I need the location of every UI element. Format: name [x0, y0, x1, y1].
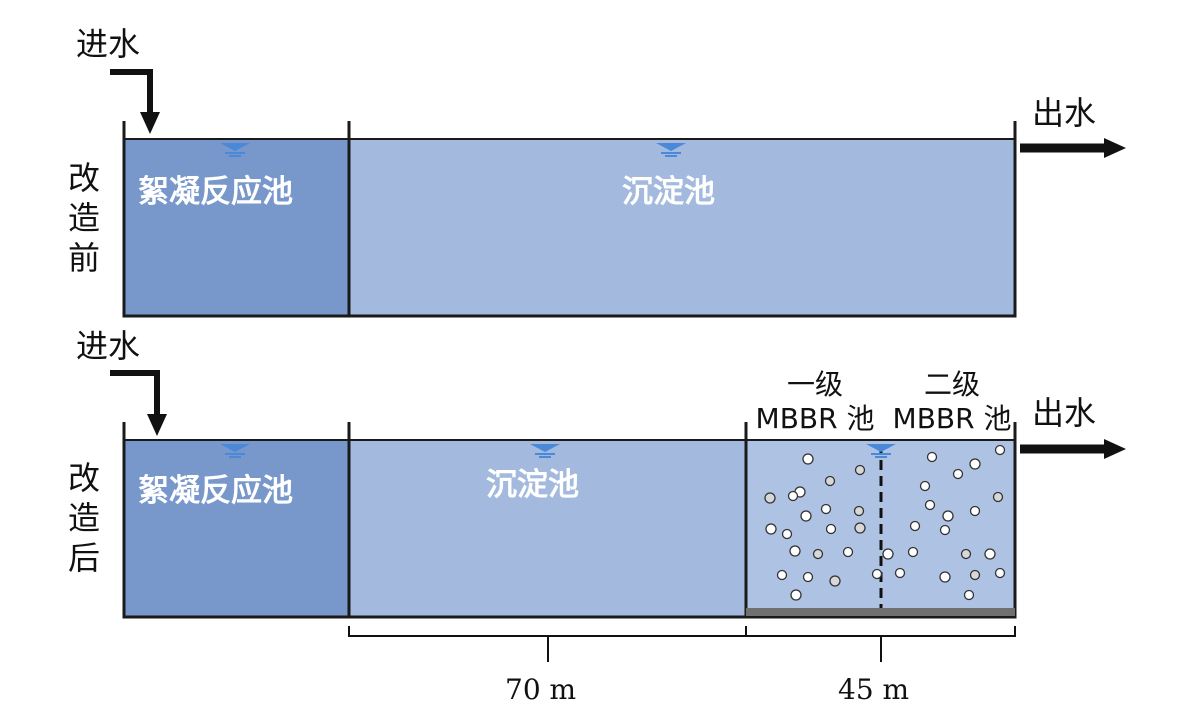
carrier-media — [764, 492, 776, 504]
before-settle-tank-label: 沉淀池 — [622, 174, 715, 210]
mbbr-stage2-label: 二级 MBBR 池 — [892, 368, 1012, 435]
carrier-media — [820, 503, 832, 515]
before-row — [110, 69, 1126, 318]
after-settle-tank — [349, 440, 746, 617]
carrier-media — [994, 567, 1006, 579]
carrier-media — [781, 528, 793, 540]
carrier-media — [802, 571, 814, 583]
carrier-media — [871, 568, 883, 580]
carrier-media — [909, 520, 921, 532]
before-outflow-arrow — [1020, 138, 1126, 158]
carrier-media — [894, 567, 906, 579]
carrier-media — [919, 480, 931, 492]
carrier-media — [812, 548, 824, 560]
carrier-media — [939, 524, 951, 536]
mbbr-carriers — [764, 444, 1006, 601]
before-water-level-icon-1 — [220, 143, 250, 157]
after-water-level-icon-3 — [866, 444, 896, 458]
carrier-media — [787, 490, 799, 502]
settle-length-label: 70 m — [505, 673, 577, 706]
carrier-media — [853, 505, 865, 517]
carrier-media — [939, 571, 951, 583]
carrier-media — [969, 458, 981, 470]
carrier-media — [924, 499, 936, 511]
after-inflow-label: 进水 — [76, 327, 141, 365]
after-outflow-arrow — [1020, 439, 1126, 459]
before-outflow-label: 出水 — [1032, 94, 1097, 132]
after-outflow-label: 出水 — [1032, 394, 1097, 432]
carrier-media — [952, 468, 964, 480]
after-side-label: 改造后 — [67, 459, 100, 577]
carrier-media — [829, 575, 841, 587]
carrier-media — [825, 523, 837, 535]
carrier-media — [994, 444, 1006, 456]
carrier-media — [907, 546, 919, 558]
after-water-level-icon-2 — [530, 444, 560, 458]
carrier-media — [776, 569, 788, 581]
mbbr-stage1-label: 一级 MBBR 池 — [755, 368, 875, 435]
aeration-grid — [746, 608, 1015, 616]
before-water-level-icon-2 — [656, 143, 686, 157]
after-floc-tank — [124, 440, 349, 617]
after-inflow-arrow — [110, 370, 167, 436]
carrier-media — [789, 545, 801, 557]
before-floc-tank-label: 絮凝反应池 — [138, 174, 293, 210]
after-water-level-icon-1 — [220, 444, 250, 458]
carrier-media — [969, 505, 981, 517]
carrier-media — [960, 548, 972, 560]
carrier-media — [963, 589, 975, 601]
dimension-brace — [348, 626, 1016, 662]
before-settle-tank — [349, 139, 1015, 316]
before-tank-outline — [122, 121, 1017, 318]
before-floc-tank — [124, 139, 349, 316]
carrier-media — [942, 510, 954, 522]
carrier-media — [800, 510, 812, 522]
carrier-media — [790, 589, 802, 601]
mbbr-length-label: 45 m — [838, 673, 910, 706]
carrier-media — [969, 569, 981, 581]
carrier-media — [926, 451, 938, 463]
after-tank-outline — [122, 422, 1017, 619]
before-side-label: 改造前 — [67, 159, 100, 277]
carrier-media — [765, 523, 777, 535]
carrier-media — [984, 548, 996, 560]
carrier-media — [854, 464, 866, 476]
after-row — [110, 370, 1126, 662]
carrier-media — [992, 491, 1004, 503]
carrier-media — [824, 475, 836, 487]
carrier-media — [854, 522, 866, 534]
before-inflow-arrow — [110, 69, 160, 134]
after-settle-tank-label: 沉淀池 — [486, 467, 579, 503]
before-inflow-label: 进水 — [76, 25, 141, 63]
carrier-media — [882, 548, 894, 560]
carrier-media — [802, 453, 814, 465]
carrier-media — [842, 546, 854, 558]
after-floc-tank-label: 絮凝反应池 — [138, 473, 293, 509]
